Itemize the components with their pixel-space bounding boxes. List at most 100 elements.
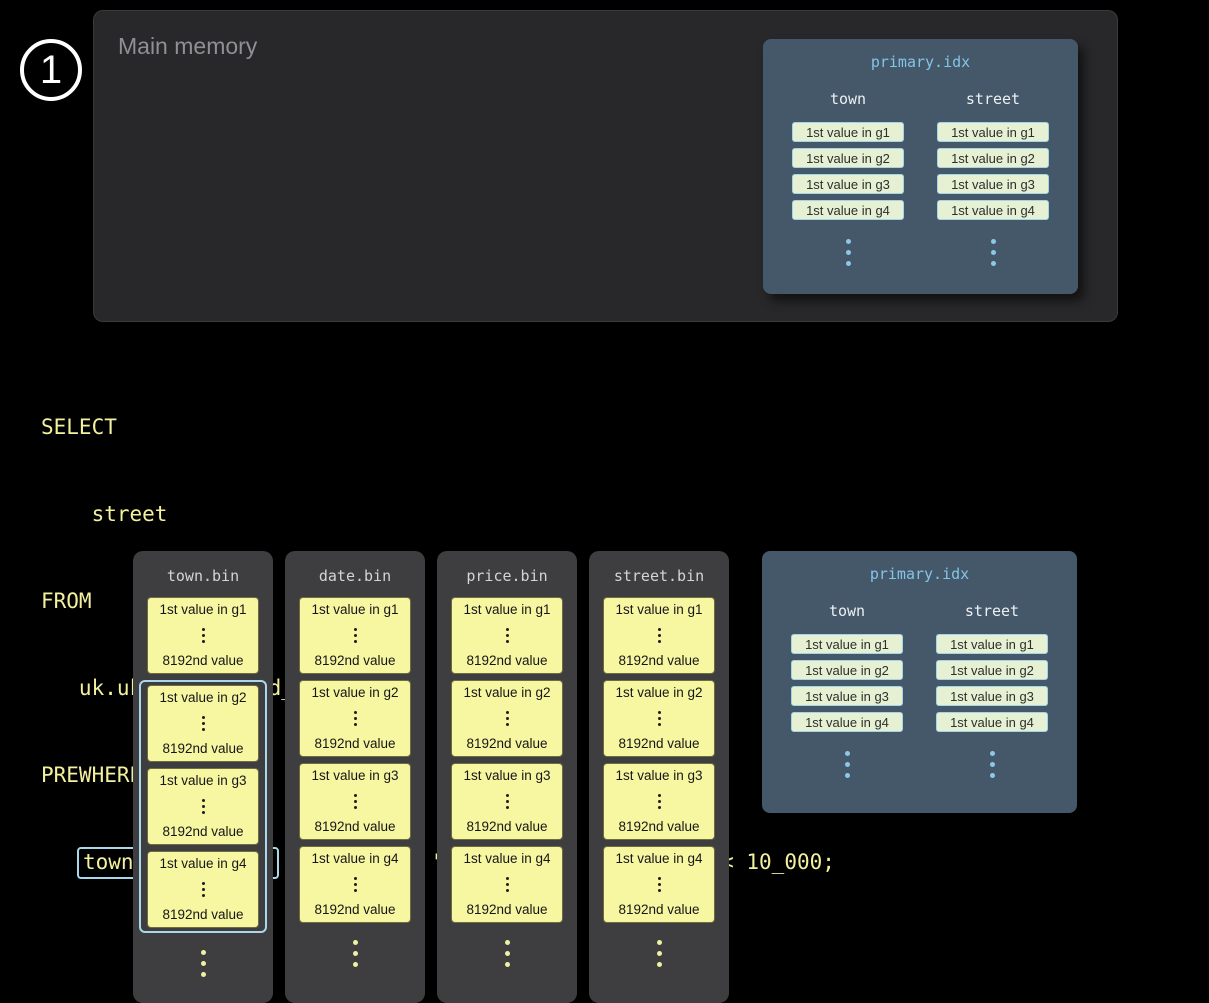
index-entry: 1st value in g2 <box>792 148 904 168</box>
granule-first-value: 1st value in g3 <box>615 768 703 783</box>
index-entry: 1st value in g3 <box>936 686 1048 706</box>
granule-block: 1st value in g4 8192nd value <box>299 846 411 923</box>
granule-last-value: 8192nd value <box>162 652 244 668</box>
primary-idx-columns: town 1st value in g1 1st value in g2 1st… <box>763 90 1078 269</box>
granule-block: 1st value in g4 8192nd value <box>451 846 563 923</box>
primary-idx-column-street: street 1st value in g1 1st value in g2 1… <box>933 602 1051 781</box>
index-entry: 1st value in g2 <box>791 660 903 680</box>
ellipsis-dots-icon <box>989 748 995 781</box>
primary-idx-column-town: town 1st value in g1 1st value in g2 1st… <box>789 90 907 269</box>
granule-block: 1st value in g1 8192nd value <box>299 597 411 674</box>
bin-title-date: date.bin <box>318 567 392 585</box>
granule-block: 1st value in g3 8192nd value <box>603 763 715 840</box>
granule-first-value: 1st value in g4 <box>615 851 703 866</box>
index-entry: 1st value in g4 <box>791 712 903 732</box>
granule-last-value: 8192nd value <box>314 652 396 668</box>
granule-last-value: 8192nd value <box>618 901 700 917</box>
granule-ellipsis-icon <box>353 626 357 644</box>
sql-line-prewhere: PREWHERE <box>41 763 143 787</box>
granule-first-value: 1st value in g2 <box>463 685 551 700</box>
primary-idx-column-street: street 1st value in g1 1st value in g2 1… <box>934 90 1052 269</box>
granule-stack: 1st value in g1 8192nd value 1st value i… <box>133 597 273 980</box>
granule-block: 1st value in g2 8192nd value <box>147 685 259 762</box>
granule-last-value: 8192nd value <box>618 735 700 751</box>
column-name-street: street <box>965 90 1021 108</box>
granule-first-value: 1st value in g3 <box>159 773 247 788</box>
granule-block: 1st value in g4 8192nd value <box>603 846 715 923</box>
granule-last-value: 8192nd value <box>314 818 396 834</box>
granule-stack: 1st value in g1 8192nd value 1st value i… <box>589 597 729 970</box>
granule-ellipsis-icon <box>201 880 205 898</box>
index-entry: 1st value in g4 <box>937 200 1049 220</box>
granule-first-value: 1st value in g4 <box>311 851 399 866</box>
index-entry: 1st value in g1 <box>936 634 1048 654</box>
index-entry: 1st value in g2 <box>936 660 1048 680</box>
granule-last-value: 8192nd value <box>466 735 548 751</box>
sql-line-select: SELECT <box>41 415 117 439</box>
granule-last-value: 8192nd value <box>162 740 244 756</box>
index-entry: 1st value in g4 <box>936 712 1048 732</box>
bin-title-street: street.bin <box>613 567 705 585</box>
granule-block: 1st value in g3 8192nd value <box>147 768 259 845</box>
granule-ellipsis-icon <box>505 875 509 893</box>
primary-idx-panel-memory: primary.idx town 1st value in g1 1st val… <box>763 39 1078 294</box>
sql-indent <box>41 850 79 874</box>
granule-ellipsis-icon <box>505 792 509 810</box>
granule-last-value: 8192nd value <box>314 901 396 917</box>
granule-last-value: 8192nd value <box>618 818 700 834</box>
primary-idx-column-town: town 1st value in g1 1st value in g2 1st… <box>788 602 906 781</box>
granule-ellipsis-icon <box>657 875 661 893</box>
granule-first-value: 1st value in g1 <box>463 602 551 617</box>
ellipsis-dots-icon <box>844 748 850 781</box>
primary-idx-title: primary.idx <box>870 53 971 71</box>
granule-block: 1st value in g2 8192nd value <box>603 680 715 757</box>
granule-ellipsis-icon <box>657 709 661 727</box>
granule-block: 1st value in g2 8192nd value <box>451 680 563 757</box>
granule-last-value: 8192nd value <box>466 818 548 834</box>
ellipsis-dots-icon <box>504 937 510 970</box>
granule-stack: 1st value in g1 8192nd value 1st value i… <box>285 597 425 970</box>
ellipsis-dots-icon <box>990 236 996 269</box>
index-entry: 1st value in g1 <box>791 634 903 654</box>
primary-idx-columns: town 1st value in g1 1st value in g2 1st… <box>762 602 1077 781</box>
granule-ellipsis-icon <box>201 714 205 732</box>
granule-block: 1st value in g1 8192nd value <box>147 597 259 674</box>
sql-line-from: FROM <box>41 589 92 613</box>
index-entry: 1st value in g1 <box>937 122 1049 142</box>
granule-last-value: 8192nd value <box>466 652 548 668</box>
granule-block: 1st value in g2 8192nd value <box>299 680 411 757</box>
step-number: 1 <box>39 48 63 92</box>
step-number-badge: 1 <box>20 39 82 101</box>
bin-file-price: price.bin 1st value in g1 8192nd value 1… <box>437 551 577 1003</box>
granule-ellipsis-icon <box>657 626 661 644</box>
granule-ellipsis-icon <box>353 875 357 893</box>
bin-file-town: town.bin 1st value in g1 8192nd value 1s… <box>133 551 273 1003</box>
granule-last-value: 8192nd value <box>314 735 396 751</box>
granule-block: 1st value in g1 8192nd value <box>603 597 715 674</box>
granule-last-value: 8192nd value <box>466 901 548 917</box>
granule-stack: 1st value in g1 8192nd value 1st value i… <box>437 597 577 970</box>
granule-block: 1st value in g3 8192nd value <box>451 763 563 840</box>
bin-file-date: date.bin 1st value in g1 8192nd value 1s… <box>285 551 425 1003</box>
granule-first-value: 1st value in g2 <box>311 685 399 700</box>
granule-first-value: 1st value in g1 <box>615 602 703 617</box>
index-entry: 1st value in g4 <box>792 200 904 220</box>
bin-file-street: street.bin 1st value in g1 8192nd value … <box>589 551 729 1003</box>
granule-block: 1st value in g1 8192nd value <box>451 597 563 674</box>
ellipsis-dots-icon <box>352 937 358 970</box>
granule-last-value: 8192nd value <box>162 906 244 922</box>
sql-line-select-column: street <box>41 502 168 526</box>
granule-ellipsis-icon <box>353 709 357 727</box>
primary-idx-panel-disk: primary.idx town 1st value in g1 1st val… <box>762 551 1077 813</box>
ellipsis-dots-icon <box>656 937 662 970</box>
granule-first-value: 1st value in g1 <box>159 602 247 617</box>
granule-first-value: 1st value in g3 <box>463 768 551 783</box>
index-entry: 1st value in g3 <box>792 174 904 194</box>
granule-ellipsis-icon <box>201 797 205 815</box>
granule-block: 1st value in g3 8192nd value <box>299 763 411 840</box>
index-entry: 1st value in g3 <box>937 174 1049 194</box>
granule-ellipsis-icon <box>353 792 357 810</box>
main-memory-title: Main memory <box>118 33 258 59</box>
main-memory-panel: Main memory primary.idx town 1st value i… <box>93 10 1118 322</box>
